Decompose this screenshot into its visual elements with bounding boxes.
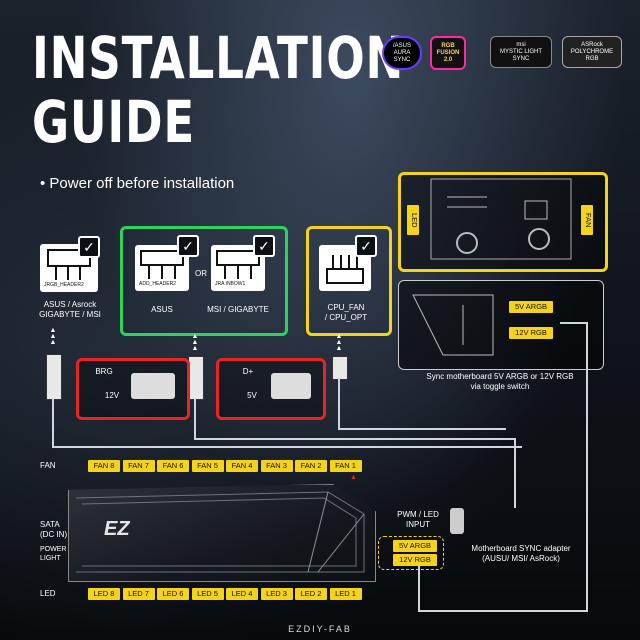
hub-logo: EZ xyxy=(104,518,130,540)
dplus-5v-box: D+ 5V xyxy=(216,358,326,420)
fan-tag-3: FAN 3 xyxy=(260,460,293,472)
fan1-marker-icon: ▲ xyxy=(350,474,357,481)
argb-connector-mid xyxy=(188,356,204,400)
fan-tag-1: FAN 1 xyxy=(329,460,362,472)
brg-connector-icon xyxy=(131,373,175,399)
brg-12v-box: BRG 12V xyxy=(76,358,190,420)
hub-12v-rgb-tag: 12V RGB xyxy=(393,554,437,566)
rgb-header-card: JRGB_HEADER2 xyxy=(40,244,98,292)
up-arrow-icon: ▲▲▲ xyxy=(191,333,199,352)
msi-header-tag: JRA INBOW1 xyxy=(215,281,246,287)
fan-tag-6: FAN 6 xyxy=(157,460,189,472)
check-icon: ✓ xyxy=(355,235,377,257)
brg-voltage: 12V xyxy=(104,391,120,400)
cable-to-sync xyxy=(586,322,588,612)
led-tag-8: LED 8 xyxy=(88,588,120,600)
led-row-label: LED xyxy=(40,589,56,598)
argb-header-box: ADD_HEADER2 ✓ OR JRA INBOW1 ✓ ASUS MSI /… xyxy=(120,226,288,336)
led-tag-7: LED 7 xyxy=(122,588,155,600)
pwm-input-label-line-2: INPUT xyxy=(406,520,430,529)
fan-tag-5: FAN 5 xyxy=(191,460,224,472)
fan-tag-2: FAN 2 xyxy=(295,460,327,472)
check-icon: ✓ xyxy=(78,236,100,258)
asus-label: ASUS xyxy=(151,305,173,314)
sata-label-line-1: SATA xyxy=(40,520,60,529)
left-header-label-line-2: GIGABYTE / MSI xyxy=(39,310,101,319)
led-tag-4: LED 4 xyxy=(226,588,258,600)
msi-gigabyte-label: MSI / GIGABYTE xyxy=(207,305,269,314)
hub-5v-argb-tag: 5V ARGB xyxy=(393,540,437,552)
board-outline xyxy=(430,178,572,260)
cable-bottom-h xyxy=(418,610,588,612)
header-pins-icon xyxy=(216,250,260,279)
left-header-tag: JRGB_HEADER2 xyxy=(44,282,84,288)
sync-caption-line-1: Sync motherboard 5V ARGB or 12V RGB xyxy=(426,372,574,381)
asus-header-tag: ADD_HEADER2 xyxy=(139,281,176,287)
dplus-label: D+ xyxy=(242,367,254,376)
left-header-label-line-1: ASUS / Asrock xyxy=(43,300,97,309)
cpu-label-line-2: / CPU_OPT xyxy=(324,313,368,322)
power-off-note: • Power off before installation xyxy=(40,175,235,192)
board-led-tag: LED xyxy=(407,205,419,235)
cable-bottom-v xyxy=(418,566,420,612)
fan-connector xyxy=(332,356,348,380)
sync-adapter-label-line-2: (AUSU/ MSI/ AsRock) xyxy=(482,554,560,563)
brand-footer: EZDIY-FAB xyxy=(288,624,352,634)
hub-stripes xyxy=(75,491,365,573)
pwm-input-label-line-1: PWM / LED xyxy=(397,510,439,519)
dplus-voltage: 5V xyxy=(247,391,257,400)
argb-connector-left xyxy=(46,354,62,400)
header-pins-icon xyxy=(47,249,91,280)
cable-mid xyxy=(194,398,196,438)
header-pins-icon xyxy=(140,250,184,279)
cable-right-v xyxy=(514,438,516,508)
toggle-switch-drawing xyxy=(412,294,494,356)
sync-caption-line-2: via toggle switch xyxy=(470,382,530,391)
fan-tag-8: FAN 8 xyxy=(88,460,120,472)
led-tag-6: LED 6 xyxy=(157,588,189,600)
sync-5v-argb-tag: 5V ARGB xyxy=(509,301,553,313)
board-fan-tag: FAN xyxy=(581,205,593,235)
check-icon: ✓ xyxy=(253,235,275,257)
title-line-2: GUIDE xyxy=(32,88,196,156)
cable-left xyxy=(52,398,54,446)
sata-label-line-2: (DC IN) xyxy=(40,530,68,539)
cable-left-h xyxy=(52,446,522,448)
fan-tag-4: FAN 4 xyxy=(226,460,258,472)
cable-mid-h xyxy=(194,438,514,440)
toggle-switch-box: 5V ARGB 12V RGB xyxy=(398,280,604,370)
pwm-input-connector xyxy=(450,508,464,534)
led-tag-3: LED 3 xyxy=(260,588,293,600)
fan-row-label: FAN xyxy=(40,461,56,470)
power-light-label-line-2: LIGHT xyxy=(40,555,61,562)
cpu-fan-header-box: ✓ CPU_FAN / CPU_OPT xyxy=(306,226,392,336)
sync-12v-rgb-tag: 12V RGB xyxy=(509,327,553,339)
dplus-connector-icon xyxy=(271,373,311,399)
cable-to-toggle xyxy=(560,322,588,324)
motherboard-diagram-box: LED FAN xyxy=(398,172,608,272)
cable-cpu xyxy=(338,378,340,428)
brg-label: BRG xyxy=(95,367,113,376)
up-arrow-icon: ▲▲▲ xyxy=(49,327,57,346)
led-tag-2: LED 2 xyxy=(295,588,327,600)
cable-cpu-h xyxy=(338,428,506,430)
fan-tag-7: FAN 7 xyxy=(122,460,155,472)
up-arrow-icon: ▲▲▲ xyxy=(335,333,343,352)
check-icon: ✓ xyxy=(177,235,199,257)
header-pins-icon xyxy=(326,255,364,284)
cpu-label-line-1: CPU_FAN xyxy=(327,303,365,312)
led-tag-1: LED 1 xyxy=(329,588,362,600)
sync-adapter-label-line-1: Motherboard SYNC adapter xyxy=(471,544,571,553)
hub-sync-box: 5V ARGB 12V RGB xyxy=(378,536,444,570)
or-label: OR xyxy=(195,269,207,278)
led-tag-5: LED 5 xyxy=(191,588,224,600)
title-line-1: INSTALLATION xyxy=(32,24,405,92)
power-light-label-line-1: POWER xyxy=(40,546,67,553)
